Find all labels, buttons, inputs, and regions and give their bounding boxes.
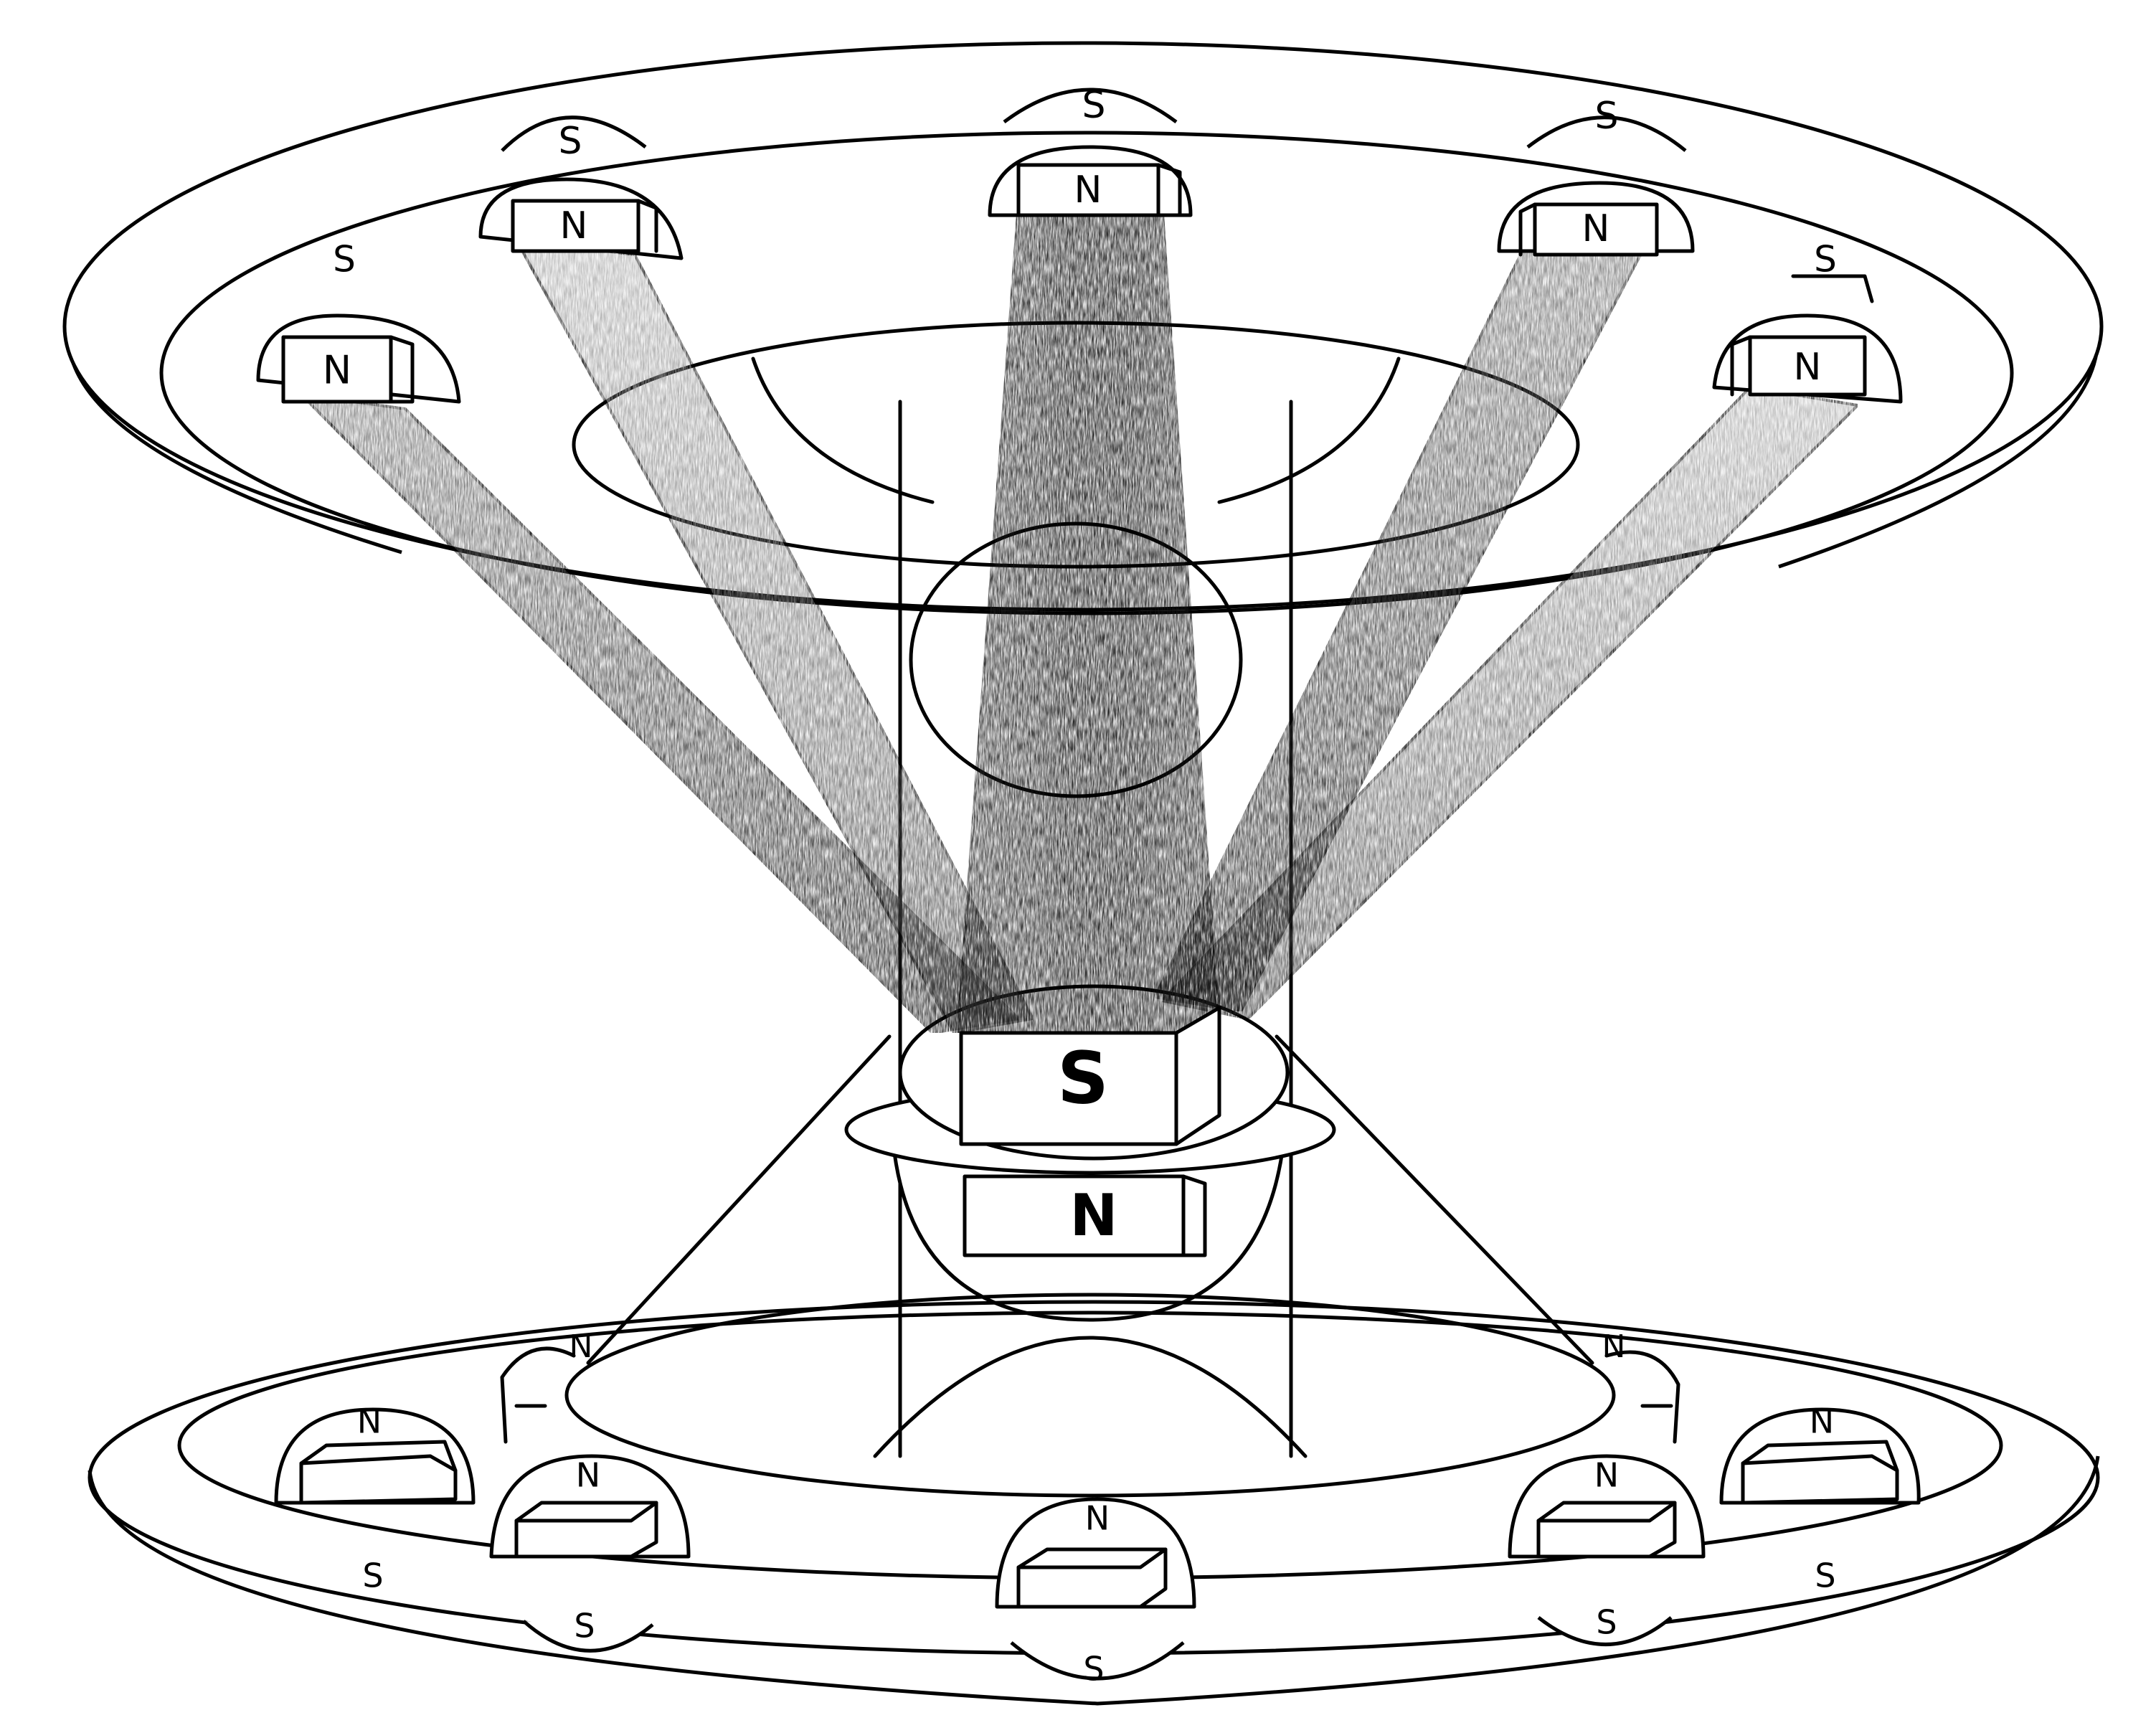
- bottom-ring-hole: [564, 1293, 1616, 1498]
- central-magnet-north: N: [963, 1174, 1207, 1257]
- pole-label-n: N: [357, 1402, 382, 1441]
- central-magnet-south: S: [959, 1006, 1221, 1146]
- bottom-back-domes: S S S: [522, 1603, 1673, 1689]
- magnet-top-right: N: [1497, 181, 1695, 257]
- magnet-bottom-left: N: [489, 1454, 691, 1559]
- pole-label-s: S: [558, 120, 582, 163]
- magnet-bottom-far-right: N: [1719, 1402, 1921, 1505]
- top-ring-labels: S S S S S: [333, 84, 1837, 280]
- bottom-magnets: N N N N N: [274, 1402, 1921, 1609]
- magnet-bottom-center: N: [995, 1497, 1196, 1609]
- cone-right-edge: [1275, 1034, 1594, 1365]
- top-magnets: N N N N N: [256, 145, 1903, 404]
- pole-label-s: S: [333, 239, 356, 280]
- pole-label-n: N: [576, 1456, 600, 1495]
- top-right-notch: [1791, 274, 1874, 303]
- cone-left-edge: [586, 1034, 892, 1365]
- pole-label-s: S: [574, 1607, 595, 1645]
- bar-far-right: [1159, 385, 1861, 1021]
- pole-label-n: N: [1074, 169, 1102, 212]
- pole-label-s: S: [362, 1557, 383, 1595]
- magnet-top-left: N: [478, 177, 684, 260]
- inner-hub-curve-left: [751, 356, 935, 504]
- pole-label-n: N: [1810, 1402, 1834, 1441]
- top-back-dome-left: [501, 115, 647, 152]
- pole-label-n: N: [1085, 1499, 1110, 1538]
- pole-label-n: N: [560, 204, 588, 247]
- pole-label-n: N: [1794, 346, 1822, 389]
- pole-label-s: S: [1815, 1557, 1835, 1595]
- pole-label-n: N: [1582, 207, 1610, 250]
- pole-label-s: S: [1057, 1036, 1109, 1120]
- pole-label-n: N: [1602, 1328, 1626, 1365]
- bottom-ring-labels: S S: [362, 1557, 1835, 1595]
- bottom-bracket-right: [1604, 1350, 1680, 1444]
- magnet-top-far-left: N: [256, 313, 461, 404]
- bottom-bracket-left: [500, 1346, 576, 1444]
- column-base-arch: [873, 1336, 1308, 1458]
- pole-label-s: S: [1083, 1650, 1104, 1689]
- central-magnets: S N: [959, 1006, 1221, 1257]
- pole-label-s: S: [1814, 239, 1837, 280]
- magnet-top-center: N: [988, 145, 1193, 217]
- pole-label-n: N: [569, 1328, 593, 1365]
- magnet-bottom-right: N: [1508, 1454, 1706, 1559]
- magnet-top-far-right: N: [1712, 313, 1903, 404]
- radiating-bars: [297, 203, 1861, 1035]
- pole-label-n: N: [1594, 1456, 1619, 1495]
- pole-label-s: S: [1082, 84, 1105, 127]
- pole-label-s: S: [1594, 95, 1618, 138]
- pole-label-n: N: [1070, 1182, 1118, 1249]
- pole-label-s: S: [1596, 1603, 1617, 1642]
- magnet-bottom-far-left: N: [274, 1402, 476, 1505]
- pole-label-n: N: [323, 348, 351, 393]
- top-back-dome-right: [1526, 115, 1687, 152]
- top-back-dome-center: [1003, 88, 1178, 124]
- inner-hub-curve-right: [1217, 356, 1401, 504]
